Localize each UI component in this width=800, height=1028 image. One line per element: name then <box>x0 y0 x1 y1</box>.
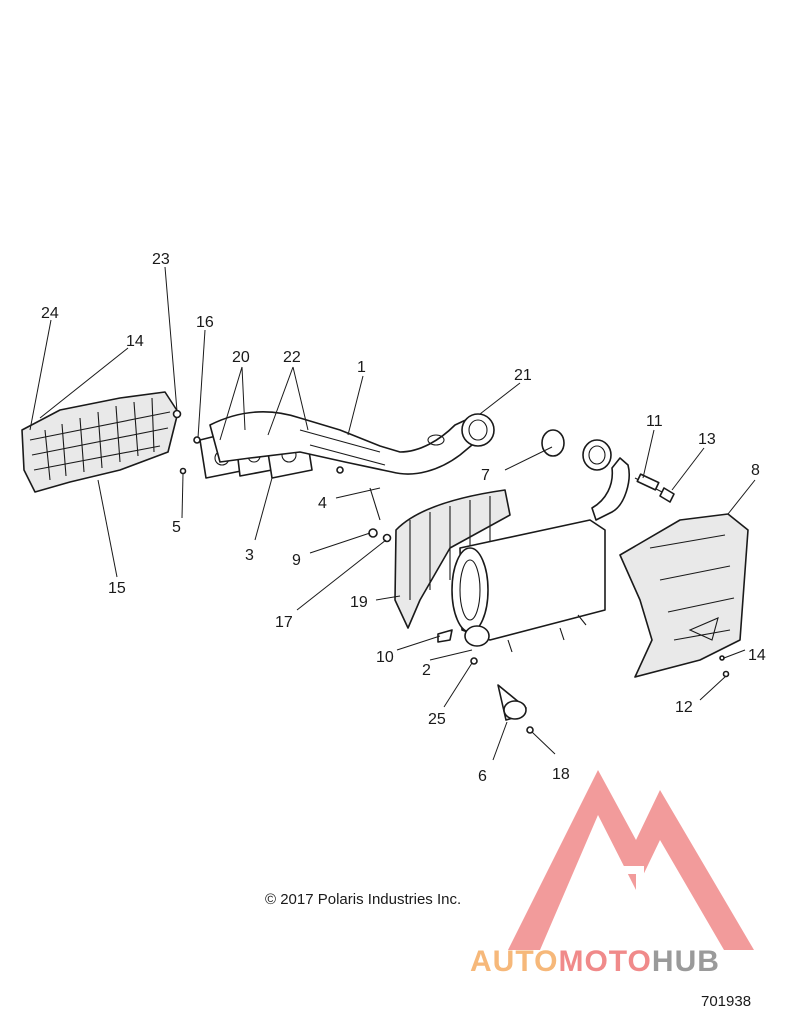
callout-16: 16 <box>196 314 214 331</box>
callout-10: 10 <box>376 649 394 666</box>
leader-lines <box>29 266 756 761</box>
callout-3: 3 <box>245 547 254 564</box>
brand-moto: MOTO <box>558 945 652 978</box>
callout-labels: 23 24 14 16 20 22 1 21 11 13 8 7 4 5 3 9… <box>41 251 766 785</box>
callout-7: 7 <box>481 467 490 484</box>
copyright-notice: © 2017 Polaris Industries Inc. <box>265 891 462 908</box>
callout-24: 24 <box>41 305 59 322</box>
spring-and-bolt <box>634 473 675 503</box>
callout-12: 12 <box>675 699 693 716</box>
callout-14-right: 14 <box>748 647 766 664</box>
muffler-assembly <box>394 457 630 653</box>
callout-15: 15 <box>108 580 126 597</box>
heat-shield-right <box>619 513 749 678</box>
callout-2: 2 <box>422 662 431 679</box>
callout-9: 9 <box>292 552 301 569</box>
callout-25: 25 <box>428 711 446 728</box>
callout-14-left: 14 <box>126 333 144 350</box>
brand-hub: HUB <box>651 945 720 978</box>
watermark-brand-text: AUTOMOTOHUB <box>470 945 720 979</box>
callout-5: 5 <box>172 519 181 536</box>
brand-auto: AUTO <box>470 945 559 978</box>
callout-11: 11 <box>646 413 663 430</box>
callout-6: 6 <box>478 768 487 785</box>
callout-21: 21 <box>514 367 532 384</box>
callout-23: 23 <box>152 251 170 268</box>
callout-22: 22 <box>283 349 301 366</box>
head-pipe <box>209 411 495 475</box>
callout-19: 19 <box>350 594 368 611</box>
callout-18: 18 <box>552 766 570 783</box>
callout-1: 1 <box>357 359 366 376</box>
pipe-sleeve <box>541 429 612 471</box>
diagram-number: 701938 <box>701 993 752 1010</box>
callout-13: 13 <box>698 431 716 448</box>
heat-shield-left <box>21 391 179 493</box>
watermark-logo <box>508 770 754 950</box>
spark-arrestor <box>497 684 527 721</box>
callout-8: 8 <box>751 462 760 479</box>
callout-20: 20 <box>232 349 250 366</box>
callout-4: 4 <box>318 495 327 512</box>
callout-17: 17 <box>275 614 293 631</box>
